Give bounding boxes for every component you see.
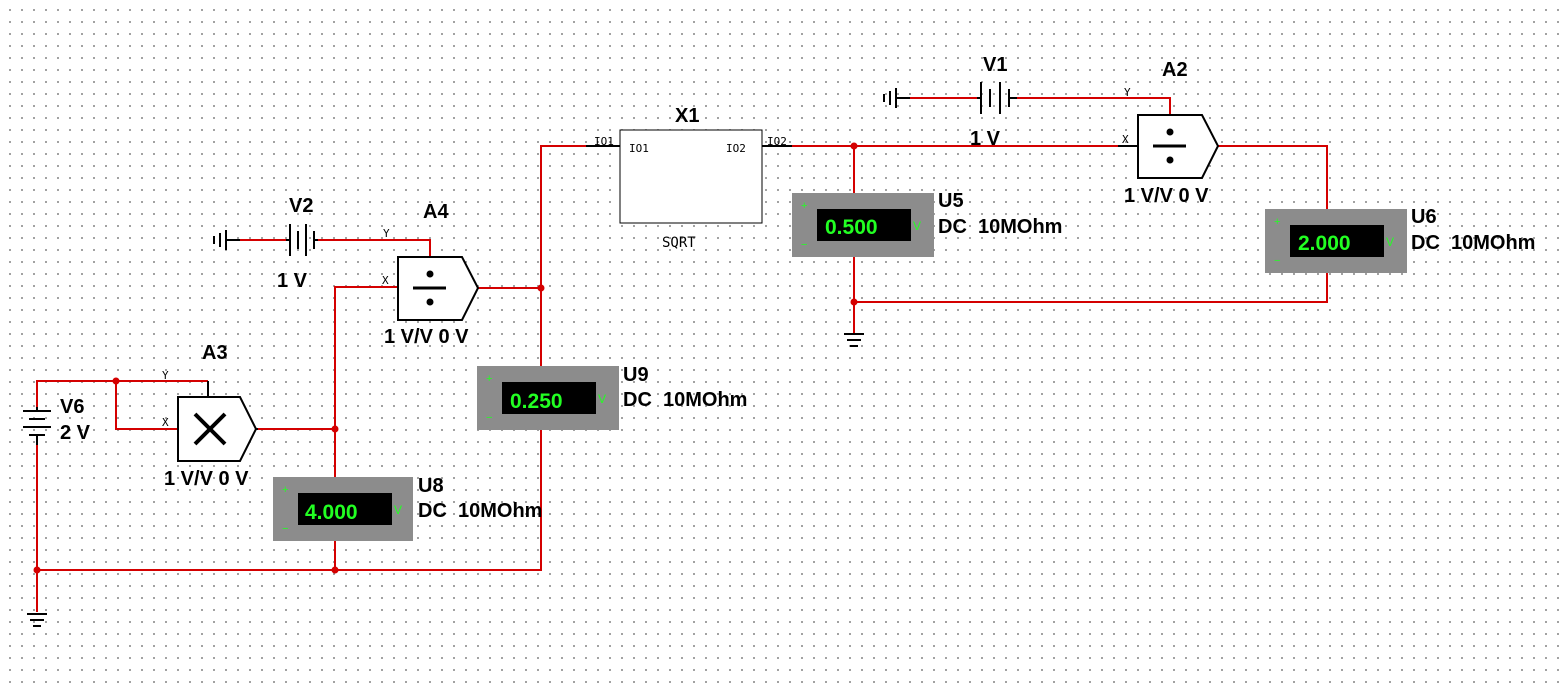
v1-ref-label: V1 [983,54,1007,76]
v1-value-label: 1 V [970,128,1001,150]
divider-a4[interactable]: Y X A4 1 V/V 0 V [382,201,480,348]
ground-symbol-v1[interactable] [883,88,910,108]
u9-reading: 0.250 [510,390,563,413]
u8-reading: 4.000 [305,501,358,524]
u5-minus: − [801,239,807,251]
divider-a2[interactable]: Y X A2 1 V/V 0 V [1118,59,1220,207]
u6-reading: 2.000 [1298,232,1351,255]
wire-a2-out[interactable] [1218,145,1328,209]
u5-plus: + [801,200,807,212]
junction-dot [331,425,339,433]
u6-plus: + [1274,216,1280,228]
voltmeter-u6[interactable]: 2.000 + − V U6 DC 10MOhm [1265,206,1535,273]
wire-a3-x[interactable] [115,381,178,430]
u6-ref-label: U6 [1411,206,1437,228]
wire-v1-right[interactable] [1017,97,1171,115]
wire-ground-bus-left[interactable] [37,430,542,571]
u8-minus: − [282,523,288,535]
u9-mode-label: DC 10MOhm [623,389,747,411]
u6-minus: − [1274,255,1280,267]
battery-v6[interactable]: V6 2 V [23,396,91,445]
u6-mode-label: DC 10MOhm [1411,232,1535,254]
u5-unit: V [913,219,921,233]
a4-pin-y: Y [383,227,390,240]
junction-dot [850,298,858,306]
v2-ref-label: V2 [289,195,313,217]
a3-ref-label: A3 [202,342,228,364]
x1-pin-out: IO2 [767,135,787,148]
junction-dot [112,377,120,385]
u5-reading: 0.500 [825,216,878,239]
a3-gain-label: 1 V/V 0 V [164,468,249,490]
u9-unit: V [598,392,606,406]
battery-v2[interactable]: V2 1 V [277,195,318,292]
voltmeter-u8[interactable]: 4.000 + − V U8 DC 10MOhm [273,475,542,541]
a4-ref-label: A4 [423,201,449,223]
u5-ref-label: U5 [938,190,964,212]
a4-pin-x: X [382,274,389,287]
v2-value-label: 1 V [277,270,308,292]
a4-gain-label: 1 V/V 0 V [384,326,469,348]
a3-pin-x: X [162,416,169,429]
ground-symbol-left[interactable] [27,613,47,627]
a2-ref-label: A2 [1162,59,1188,81]
junction-dot [33,566,41,574]
wire-ground-bus-right[interactable] [854,273,1328,303]
u8-unit: V [394,503,402,517]
u8-ref-label: U8 [418,475,444,497]
ground-symbol-right[interactable] [844,333,864,347]
x1-out-label: IO2 [726,142,746,155]
wire-a4-x[interactable] [334,286,398,429]
multiplier-a3[interactable]: Y X A3 1 V/V 0 V [162,342,258,490]
u5-mode-label: DC 10MOhm [938,216,1062,238]
ground-symbol-v2[interactable] [213,230,240,250]
wire-v6-top[interactable] [36,380,208,407]
u9-plus: + [486,373,492,385]
junctions [33,142,858,574]
a2-pin-x: X [1122,133,1129,146]
x1-ref-label: X1 [675,105,699,127]
v6-ref-label: V6 [60,396,84,418]
x1-pin-in: IO1 [594,135,614,148]
a2-pin-y: Y [1124,86,1131,99]
junction-dot [850,142,858,150]
x1-name-label: SQRT [662,235,696,251]
v6-value-label: 2 V [60,422,91,444]
u6-unit: V [1386,235,1394,249]
junction-dot [331,566,339,574]
wire-x1-in[interactable] [540,145,620,288]
a2-gain-label: 1 V/V 0 V [1124,185,1209,207]
voltmeter-u5[interactable]: 0.500 + − V U5 DC 10MOhm [792,190,1062,257]
u9-minus: − [486,412,492,424]
u9-ref-label: U9 [623,364,649,386]
u8-plus: + [282,484,288,496]
wire-v2-right[interactable] [318,239,431,257]
x1-in-label: IO1 [629,142,649,155]
voltmeter-u9[interactable]: 0.250 + − V U9 DC 10MOhm [477,364,747,430]
a3-pin-y: Y [162,369,169,382]
u8-mode-label: DC 10MOhm [418,500,542,522]
battery-v1[interactable]: V1 1 V [970,54,1017,150]
subcircuit-x1[interactable]: IO1 IO2 IO1 IO2 X1 SQRT [586,105,792,251]
junction-dot [537,284,545,292]
